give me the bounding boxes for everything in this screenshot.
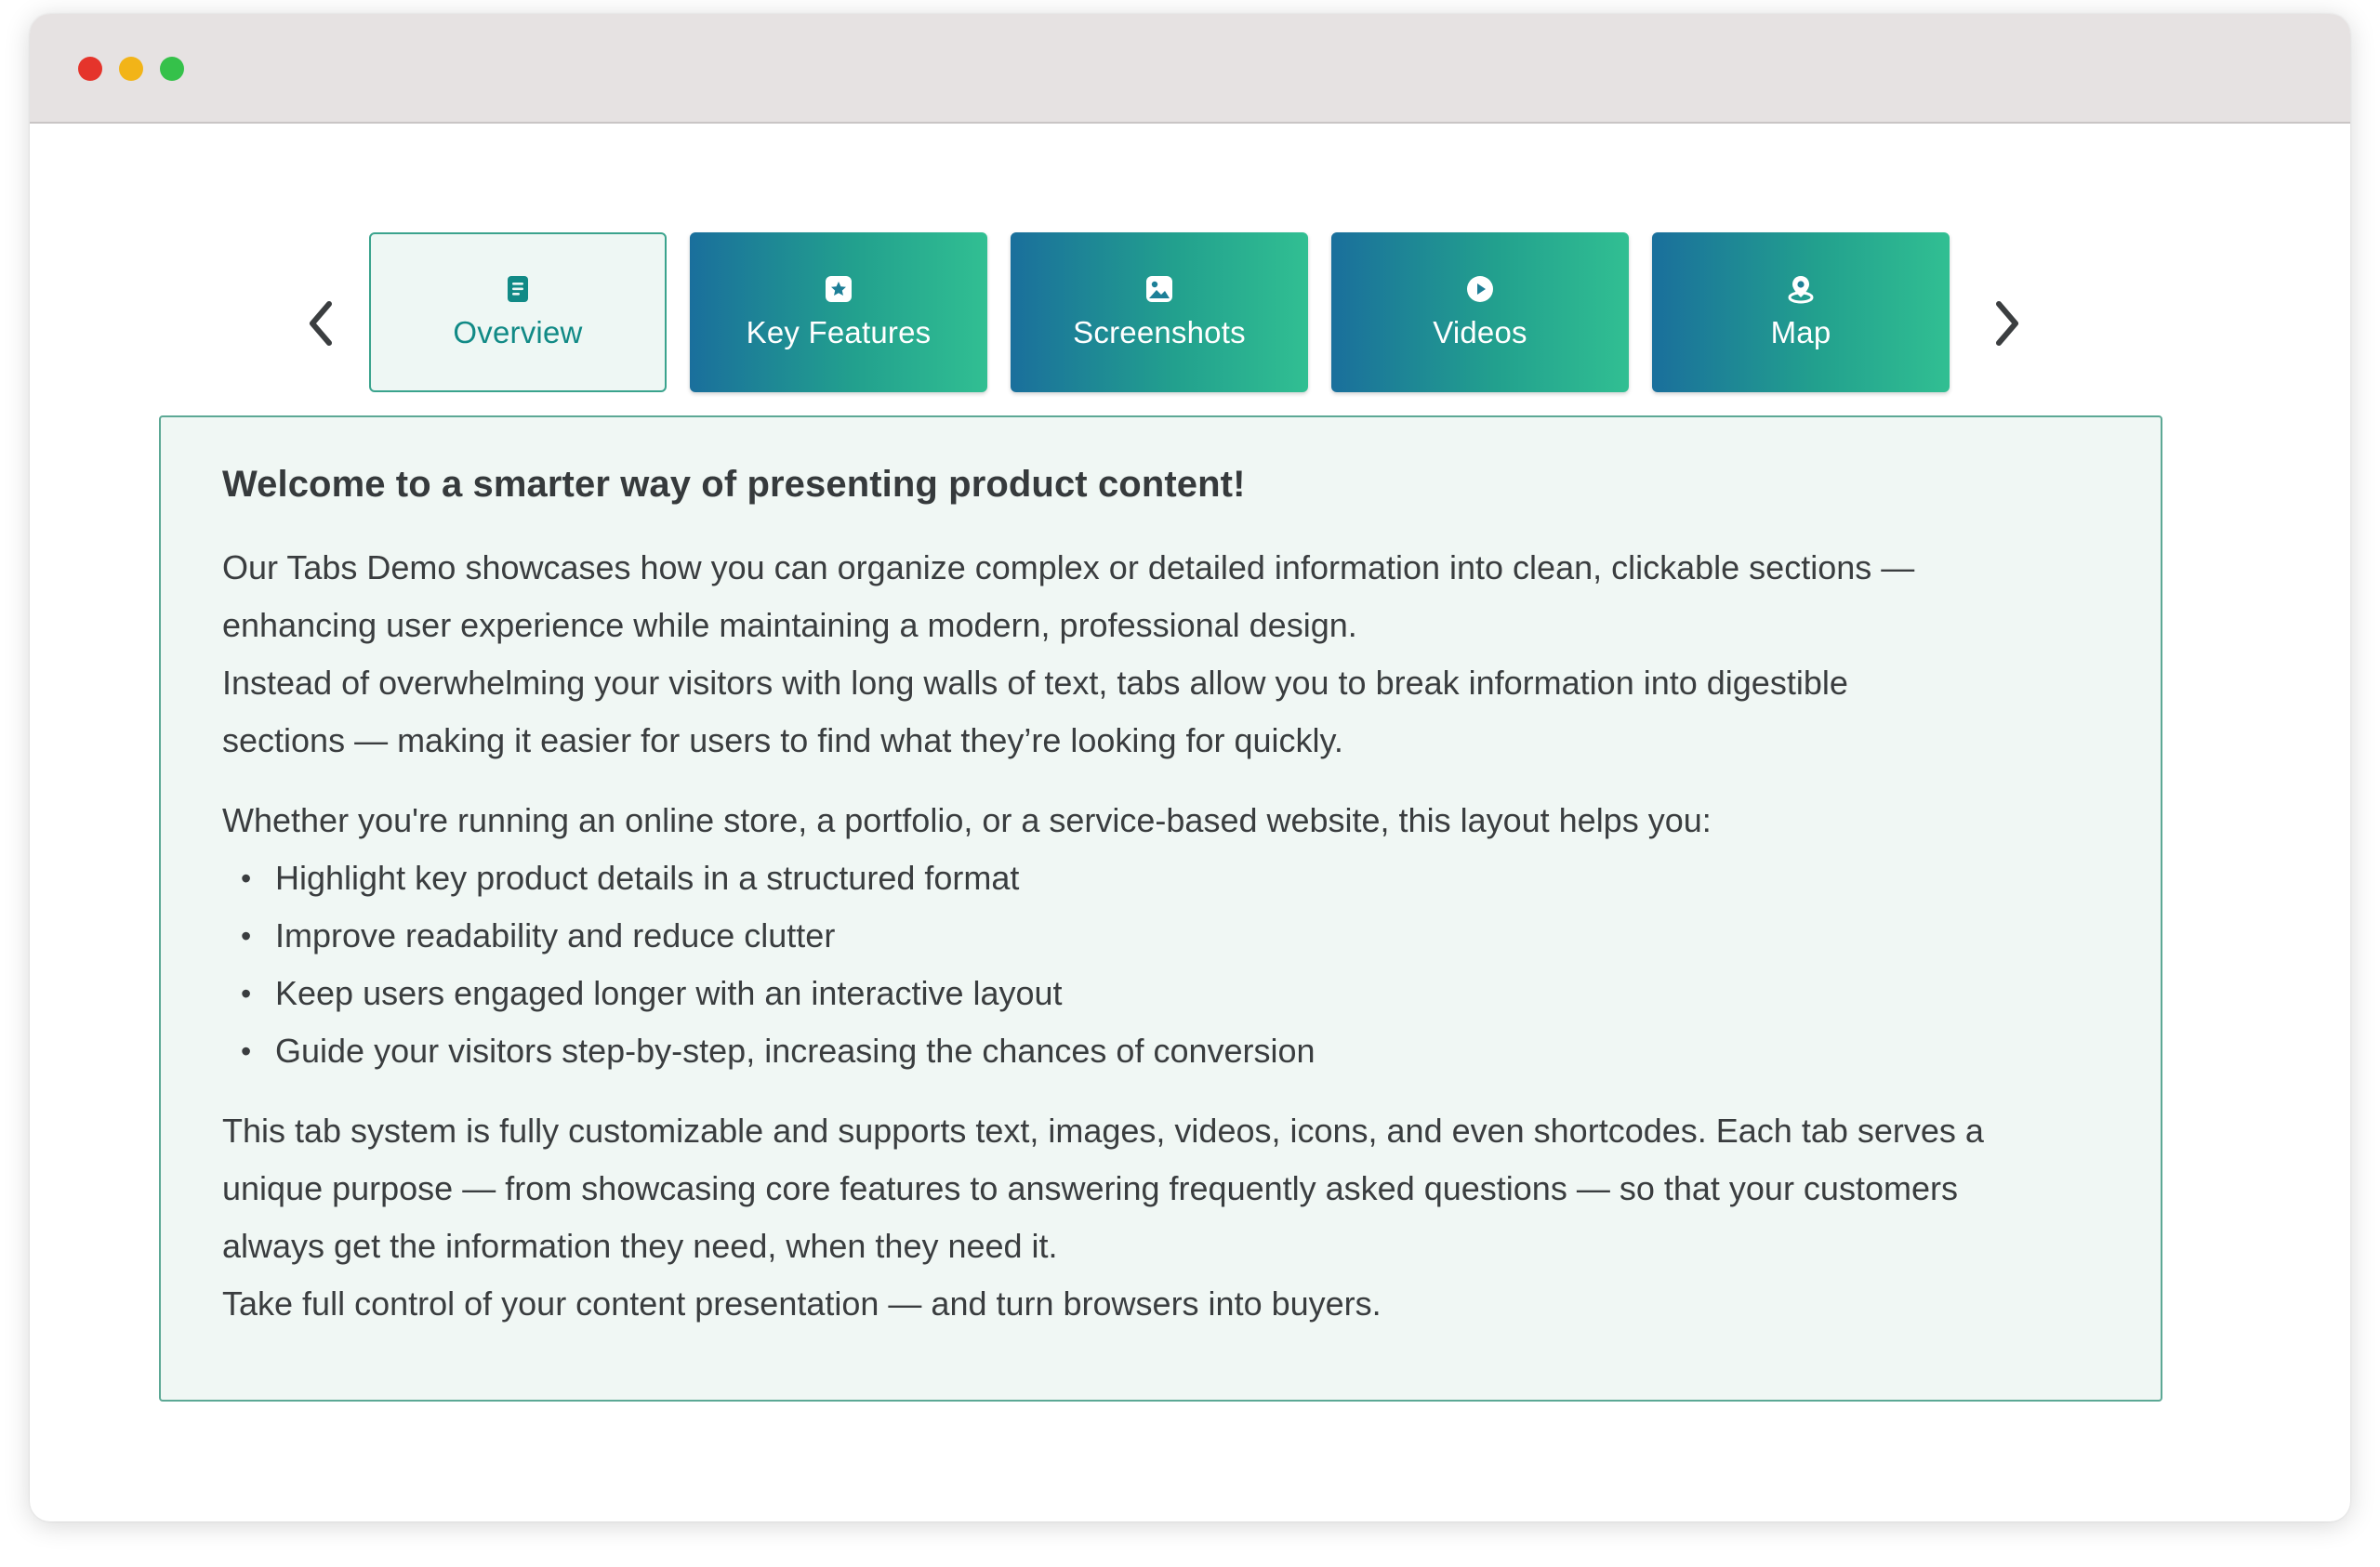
star-badge-icon (826, 276, 852, 302)
tab-content-panel: Welcome to a smarter way of presenting p… (159, 415, 2162, 1402)
tab-screenshots-label: Screenshots (1073, 315, 1246, 349)
document-icon (508, 276, 528, 302)
image-icon (1146, 276, 1172, 302)
closing-line: unique purpose — from showcasing core fe… (222, 1169, 1958, 1207)
tab-key-features[interactable]: Key Features (690, 232, 987, 392)
closing-line: Take full control of your content presen… (222, 1284, 1382, 1323)
tab-map[interactable]: Map (1652, 232, 1950, 392)
closing-line: always get the information they need, wh… (222, 1227, 1058, 1265)
closing-paragraph: This tab system is fully customizable an… (222, 1102, 2099, 1333)
panel-heading: Welcome to a smarter way of presenting p… (222, 464, 1246, 505)
next-tab-arrow[interactable] (1984, 286, 2030, 361)
list-item: Keep users engaged longer with an intera… (222, 965, 2099, 1022)
tab-overview-label: Overview (453, 315, 583, 349)
chevron-left-icon (310, 301, 332, 346)
intro-line: Our Tabs Demo showcases how you can orga… (222, 548, 1915, 586)
benefits-list: Highlight key product details in a struc… (222, 849, 2099, 1080)
list-item: Highlight key product details in a struc… (222, 849, 2099, 907)
close-window-button[interactable] (78, 57, 102, 81)
maximize-window-button[interactable] (160, 57, 184, 81)
list-item: Guide your visitors step-by-step, increa… (222, 1022, 2099, 1080)
window-titlebar (30, 14, 2350, 124)
map-pin-icon (1788, 276, 1814, 304)
closing-line: This tab system is fully customizable an… (222, 1112, 1984, 1150)
tab-videos-label: Videos (1433, 315, 1527, 349)
minimize-window-button[interactable] (119, 57, 143, 81)
tab-screenshots[interactable]: Screenshots (1011, 232, 1308, 392)
previous-tab-arrow[interactable] (298, 286, 344, 361)
list-item: Improve readability and reduce clutter (222, 907, 2099, 965)
intro-line: Instead of overwhelming your visitors wi… (222, 664, 1848, 702)
intro-line: sections — making it easier for users to… (222, 721, 1343, 759)
tab-map-label: Map (1770, 315, 1831, 349)
intro-line: enhancing user experience while maintain… (222, 606, 1357, 644)
list-intro: Whether you're running an online store, … (222, 801, 1712, 839)
tab-overview[interactable]: Overview (369, 232, 667, 392)
chevron-right-icon (1996, 301, 2018, 346)
intro-paragraph: Our Tabs Demo showcases how you can orga… (222, 539, 2099, 770)
tab-key-features-label: Key Features (746, 315, 932, 349)
tab-videos[interactable]: Videos (1331, 232, 1629, 392)
play-icon (1467, 276, 1493, 302)
